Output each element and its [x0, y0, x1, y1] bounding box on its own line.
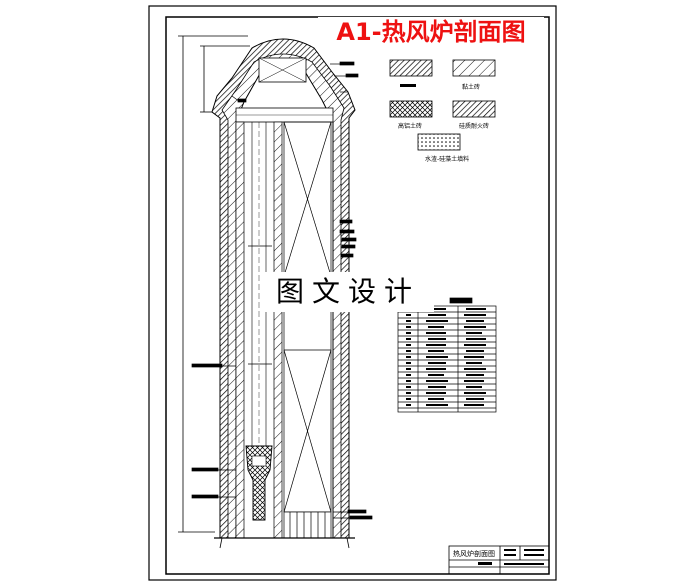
title-block-drawing-name: 热风炉剖面图 — [453, 549, 495, 558]
legend-label-5: 硅质耐火砖 — [459, 122, 489, 130]
legend-label-3: 黏土砖 — [462, 83, 480, 91]
left-dimension — [178, 35, 250, 533]
legend-label-4: 高铝土砖 — [398, 122, 422, 130]
material-legend — [389, 59, 496, 151]
material-legend-labels: 黏土砖 高铝土砖 硅质耐火砖 水渣-硅藻土填料 — [398, 83, 489, 163]
title-block-marks — [478, 549, 544, 565]
sheet-outer-border — [148, 5, 557, 581]
parts-table — [397, 297, 497, 413]
leader-lines-right — [330, 61, 373, 520]
watermark: 图文设计 — [262, 272, 434, 312]
parts-table-text-marks — [406, 308, 486, 406]
leader-lines-left — [191, 95, 247, 499]
legend-label-6: 水渣-硅藻土填料 — [425, 155, 469, 163]
title-block — [448, 545, 550, 575]
drawing-title: A1-热风炉剖面图 — [318, 17, 544, 47]
